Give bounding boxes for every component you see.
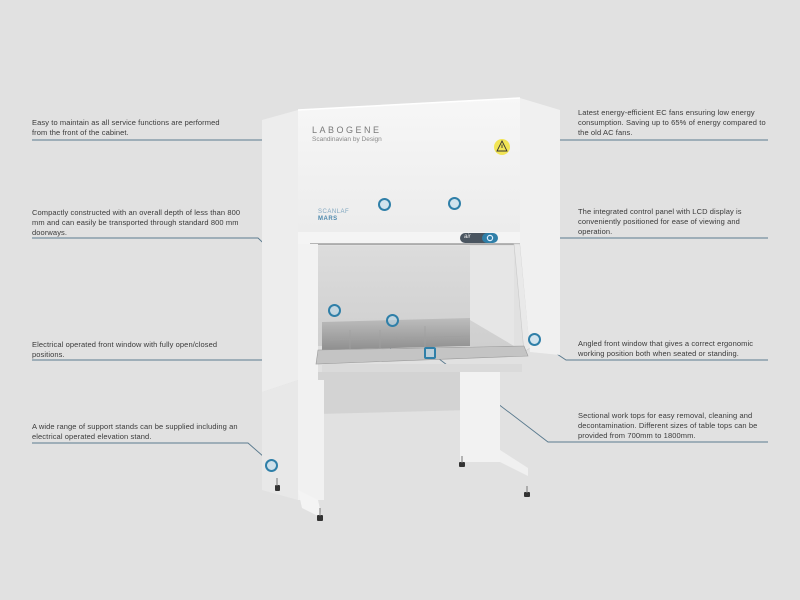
annotation-front-window: Electrical operated front window with fu… xyxy=(32,340,218,359)
hotspot-work-tops[interactable] xyxy=(424,347,436,359)
work-surface xyxy=(315,345,529,365)
hotspot-maintenance[interactable] xyxy=(378,198,391,211)
control-panel xyxy=(460,233,498,243)
side-panel xyxy=(262,110,298,392)
hotspot-ec-fans[interactable] xyxy=(448,197,461,210)
annotation-work-tops: Sectional work tops for easy removal, cl… xyxy=(578,411,758,440)
hood xyxy=(298,98,520,232)
right-leg xyxy=(460,372,500,462)
work-tray xyxy=(322,318,470,350)
brand-tagline: Scandinavian by Design xyxy=(312,136,382,143)
brand-logo: LABOGENE xyxy=(312,125,382,135)
hotspot-compact[interactable] xyxy=(328,304,341,317)
annotation-stands: A wide range of support stands can be su… xyxy=(32,422,238,441)
hotspot-front-window[interactable] xyxy=(386,314,399,327)
warning-triangle-icon xyxy=(494,139,510,155)
foot xyxy=(275,485,280,491)
left-leg xyxy=(298,380,324,500)
control-panel-label: air xyxy=(464,234,471,240)
annotation-control-panel: The integrated control panel with LCD di… xyxy=(578,207,742,236)
annotation-compact: Compactly constructed with an overall de… xyxy=(32,208,241,237)
model-line-1: SCANLAF xyxy=(318,209,350,215)
hotspot-angled-window[interactable] xyxy=(528,333,541,346)
annotation-maintenance: Easy to maintain as all service function… xyxy=(32,118,220,137)
model-line-2: MARS xyxy=(318,216,338,222)
lower-panel xyxy=(318,372,470,414)
annotation-angled-window: Angled front window that gives a correct… xyxy=(578,339,754,358)
annotation-ec-fans: Latest energy-efficient EC fans ensuring… xyxy=(578,108,766,137)
hotspot-stands[interactable] xyxy=(265,459,278,472)
